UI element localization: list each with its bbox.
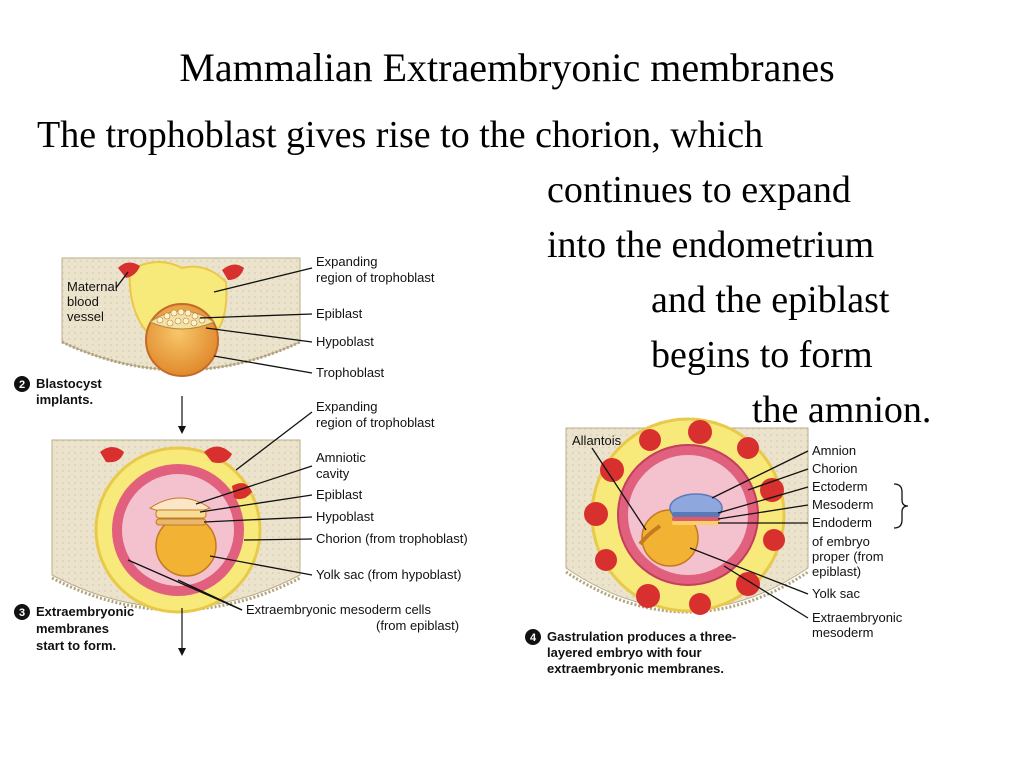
hypoblast-disc-3 [155,518,207,526]
leader-hypoblast-2 [205,327,313,343]
stage3-label-expanding-1: Expanding [316,399,377,414]
stage4-label-embryo-3: epiblast) [812,564,861,579]
text-line-5: begins to form [651,334,873,376]
stage3-label-epiblast: Epiblast [316,487,363,502]
stage4-label-embryo-1: of embryo [812,534,870,549]
stage2-caption-2: implants. [36,392,93,407]
blood-vessel-2 [222,264,244,280]
stage3-caption-3: start to form. [36,638,116,653]
stage4-caption-1: Gastrulation produces a three- [547,629,736,644]
stage2-number-badge [14,376,30,392]
germ-layer-bracket [893,483,909,529]
uterine-surface [61,340,301,372]
stage4-diagram: Allantois Amnion Chorion Ectoderm Mesode… [525,417,909,676]
stage4-label-extra-2: mesoderm [812,625,873,640]
arrow-3-4-head [178,648,186,656]
stage3-label-expanding-2: region of trophoblast [316,415,435,430]
leader-ectoderm-4 [717,486,809,514]
leader-chorion-4 [747,468,809,491]
maternal-label-3: vessel [67,309,104,324]
leader-yolk-3 [209,555,313,576]
stage2-label-expanding-2: region of trophoblast [316,270,435,285]
leader-extra-4 [723,565,809,619]
leader-epiblast-3 [199,494,313,513]
stage4-number: 4 [530,632,537,644]
leader-amnion-4 [711,450,809,499]
arrow-2-3-head [178,426,186,434]
blood-vessel-1 [118,262,140,278]
epiblast-cell-dots [156,308,206,327]
stage2-label-trophoblast: Trophoblast [316,365,385,380]
leader-expanding-3 [235,411,313,471]
stage4-label-mesoderm: Mesoderm [812,497,873,512]
stage4-caption-2: layered embryo with four [547,645,702,660]
stage2-caption-1: Blastocyst [36,376,102,391]
stage3-label-amniotic-1: Amniotic [316,450,366,465]
slide-title: Mammalian Extraembryonic membranes [179,45,835,90]
blood-vessel-3b [204,446,232,463]
leader-mesoderm-4 [717,504,809,520]
stage3-label-yolk-sac: Yolk sac (from hypoblast) [316,567,461,582]
leader-expanding-2 [213,267,313,293]
maternal-label-1: Maternal [67,279,118,294]
stage4-label-allantois: Allantois [572,433,622,448]
stage3-label-amniotic-2: cavity [316,466,350,481]
stage3-label-mesoderm-2: (from epiblast) [376,618,459,633]
stage4-label-extra-1: Extraembryonic [812,610,903,625]
stage3-label-hypoblast: Hypoblast [316,509,374,524]
ectoderm-4 [672,512,720,517]
leader-amniotic-3 [195,465,313,505]
leader-trophoblast-2 [213,355,313,374]
leader-mesoderm-3b [127,559,243,611]
stage4-label-embryo-2: proper (from [812,549,884,564]
endoderm-4 [672,521,720,525]
text-line-6: the amnion. [752,389,932,431]
leader-chorion-3 [243,538,313,541]
stage4-label-amnion: Amnion [812,443,856,458]
mesoderm-4 [672,517,720,521]
stage4-number-badge [525,629,541,645]
text-line-1: The trophoblast gives rise to the chorio… [37,114,764,156]
stage4-caption-3: extraembryonic membranes. [547,661,724,676]
leader-maternal [115,271,129,289]
stage4-label-endoderm: Endoderm [812,515,872,530]
epiblast-disc-3 [155,509,207,519]
stage2-label-hypoblast: Hypoblast [316,334,374,349]
leader-yolk-4 [689,547,809,595]
blood-lacunae-4 [584,420,785,615]
stage4-label-chorion: Chorion [812,461,858,476]
allantois-4 [638,524,662,546]
stage4-label-ectoderm: Ectoderm [812,479,868,494]
stage3-diagram: 3 Extraembryonic membranes start to form… [14,399,468,656]
stage3-number-badge [14,604,30,620]
stage3-caption-2: membranes [36,621,109,636]
maternal-label-2: blood [67,294,99,309]
blood-vessel-3a [100,447,124,463]
stage2-diagram: 2 Blastocyst implants. Maternal blood ve… [14,254,435,434]
stage3-number: 3 [19,607,25,619]
stage3-label-chorion: Chorion (from trophoblast) [316,531,468,546]
leader-epiblast-2 [199,313,313,319]
stage2-label-epiblast: Epiblast [316,306,363,321]
text-line-2: continues to expand [547,169,851,211]
stage3-caption-1: Extraembryonic [36,604,134,619]
stage2-number: 2 [19,379,25,391]
text-line-4: and the epiblast [651,279,890,321]
stage4-label-yolk-sac: Yolk sac [812,586,860,601]
stage2-label-expanding-1: Expanding [316,254,377,269]
leader-hypoblast-3 [203,516,313,523]
text-line-3: into the endometrium [547,224,875,266]
stage3-label-mesoderm-1: Extraembryonic mesoderm cells [246,602,431,617]
leader-allantois-4 [591,447,647,531]
